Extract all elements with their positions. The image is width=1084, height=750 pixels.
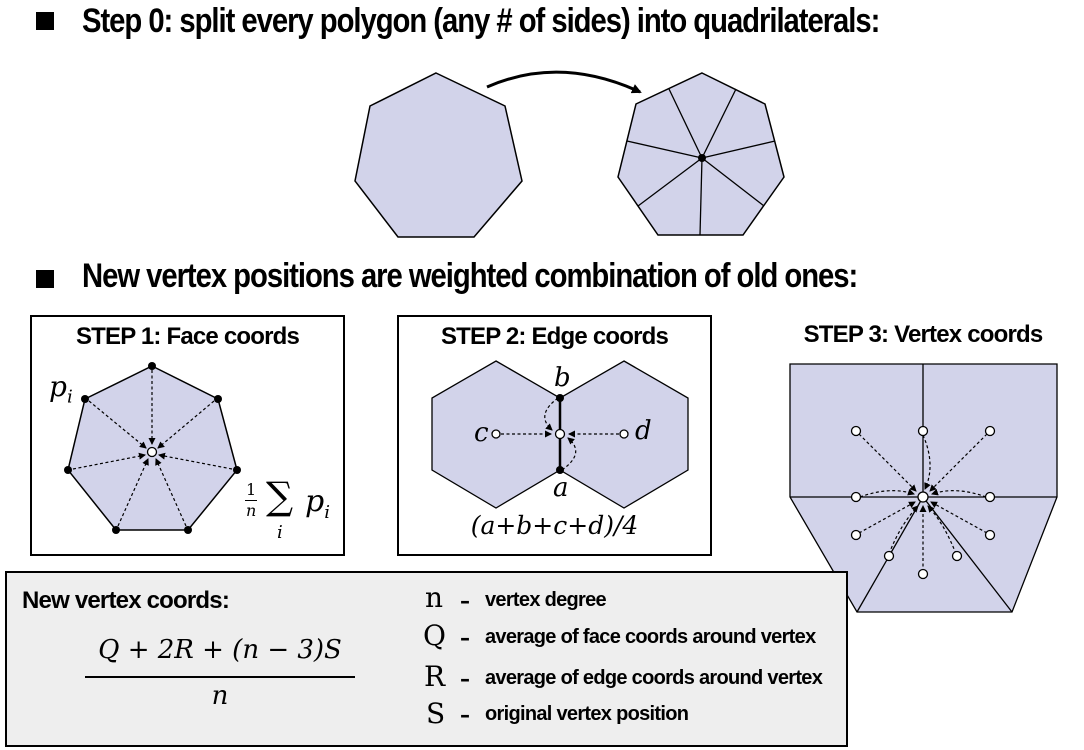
heptagon-original [354, 72, 523, 238]
step3-title: STEP 3: Vertex coords [803, 321, 1044, 348]
legend-symbol-r: R [424, 660, 446, 693]
vertex-formula-bar [85, 676, 355, 678]
step2-edge-coords-panel: STEP 2: Edge coords b a c d (a+b+c+d)/4 [397, 315, 712, 556]
step2-title: STEP 2: Edge coords [440, 323, 669, 350]
vertex-label-pi: pi [49, 370, 73, 408]
weights-heading: New vertex positions are weighted combin… [82, 257, 858, 295]
legend-dash: – [460, 667, 470, 691]
polygon-split-diagram [354, 70, 785, 238]
legend-title: New vertex coords: [22, 587, 230, 614]
step2-edge-diagram [431, 360, 689, 509]
edge-average-formula: (a+b+c+d)/4 [470, 511, 639, 540]
face-average-formula: 1 n ∑ i pi [245, 474, 330, 543]
transform-arrow [486, 70, 642, 94]
step1-face-coords-panel: STEP 1: Face coords pi [30, 315, 345, 556]
legend-symbol-s: S [426, 697, 446, 730]
vertex-formula-numerator: Q + 2R + (n − 3)S [98, 635, 342, 665]
legend-desc-s: original vertex position [485, 703, 689, 725]
vertex-formula-denominator: n [211, 681, 229, 711]
step3-vertex-diagram [789, 363, 1058, 613]
legend-dash: – [460, 703, 470, 727]
subdivision-edges [626, 88, 776, 236]
legend-desc-q: average of face coords around vertex [485, 626, 816, 648]
legend-dash: – [460, 626, 470, 650]
step1-title: STEP 1: Face coords [75, 323, 300, 350]
new-vertex-coords-panel: New vertex coords: Q + 2R + (n − 3)S n n… [5, 571, 848, 747]
bullet-square-icon [36, 270, 54, 288]
legend-symbol-n: n [425, 581, 444, 614]
legend-dash: – [460, 589, 470, 613]
edge-label-d: d [635, 416, 652, 446]
step0-heading: Step 0: split every polygon (any # of si… [82, 2, 880, 40]
step1-face-diagram [64, 362, 241, 534]
legend-desc-n: vertex degree [485, 589, 607, 611]
center-vertex [698, 154, 706, 162]
edge-label-b: b [554, 363, 571, 393]
bullet-square-icon [36, 12, 54, 30]
edge-label-c: c [474, 418, 489, 448]
legend-symbol-q: Q [423, 619, 446, 652]
edge-label-a: a [553, 473, 569, 503]
legend-desc-r: average of edge coords around vertex [485, 667, 823, 689]
